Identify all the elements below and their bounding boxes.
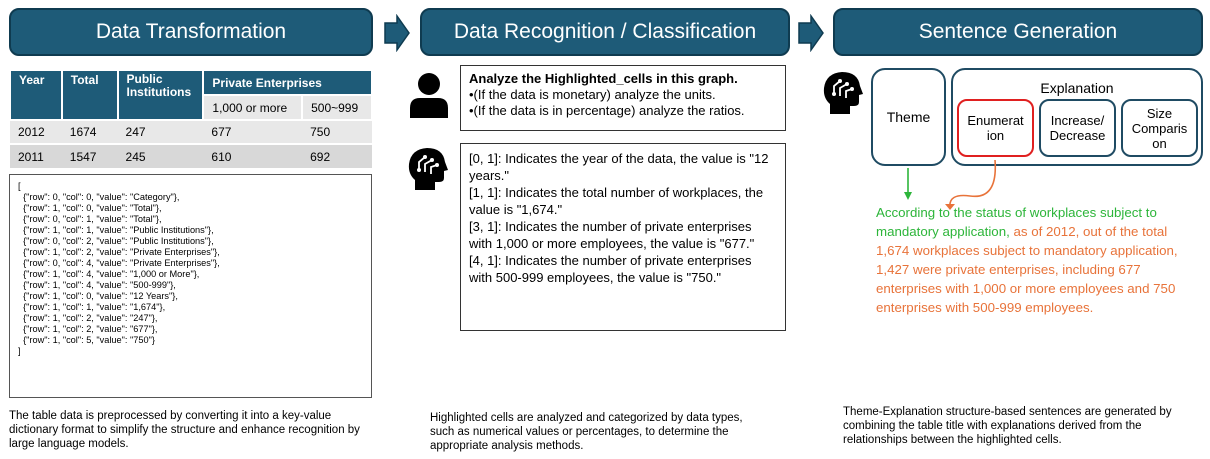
table-cell: 1674 (61, 119, 118, 144)
header-data-recognition: Data Recognition / Classification (420, 8, 790, 56)
response-item: [3, 1]: Indicates the number of private … (469, 219, 755, 251)
response-box: [0, 1]: Indicates the year of the data, … (460, 143, 786, 331)
caption-transformation: The table data is preprocessed by conver… (9, 410, 360, 450)
chevron-right-icon (798, 14, 824, 52)
ai-head-icon (823, 72, 863, 114)
table-header-year: Year (9, 69, 63, 121)
generated-sentence: According to the status of workplaces su… (876, 203, 1198, 317)
size-comparison-label: Size Comparis on (1131, 105, 1188, 151)
increase-decrease-label: Increase/ Decrease (1049, 113, 1106, 143)
prompt-line: •(If the data is in percentage) analyze … (469, 103, 745, 118)
table-header-private: Private Enterprises (202, 69, 373, 96)
table-cell: 677 (203, 119, 303, 144)
table-cell: 247 (117, 119, 204, 144)
prompt-title: Analyze the Highlighted_cells in this gr… (469, 71, 738, 86)
response-item: [0, 1]: Indicates the year of the data, … (469, 151, 769, 183)
header-sentence-generation: Sentence Generation (833, 8, 1203, 56)
table-row: 2011 1547 245 610 692 (10, 143, 372, 168)
enumeration-arrowhead (945, 204, 955, 210)
header-title: Sentence Generation (918, 20, 1118, 43)
table-cell: 1547 (61, 143, 118, 168)
enumeration-label: Enumerat ion (967, 113, 1024, 143)
sentence-theme-part: According to the status of workplaces su… (876, 205, 1157, 239)
data-table: Year Total Public Institutions Private E… (9, 69, 373, 168)
table-cell: 750 (302, 119, 372, 144)
table-cell: 2011 (10, 143, 62, 168)
table-subheader-500: 500~999 (301, 94, 373, 121)
key-value-json-box: [ {"row": 0, "col": 0, "value": "Categor… (9, 174, 372, 398)
table-cell: 692 (302, 143, 372, 168)
theme-arrowhead (904, 192, 912, 200)
response-item: [1, 1]: Indicates the total number of wo… (469, 185, 764, 217)
table-header-public: Public Institutions (116, 69, 205, 121)
header-data-transformation: Data Transformation (9, 8, 373, 56)
table-header-total: Total (60, 69, 119, 121)
table-cell: 610 (203, 143, 303, 168)
enumeration-box: Enumerat ion (957, 99, 1034, 157)
enumeration-arrow (949, 160, 997, 209)
caption-recognition: Highlighted cells are analyzed and categ… (430, 412, 743, 452)
chevron-right-icon (384, 14, 410, 52)
table-cell: 245 (117, 143, 204, 168)
prompt-line: •(If the data is monetary) analyze the u… (469, 87, 716, 102)
header-title: Data Recognition / Classification (453, 20, 757, 43)
person-icon (410, 73, 448, 118)
table-subheader-1000: 1,000 or more (202, 94, 304, 121)
theme-box: Theme (871, 68, 946, 166)
theme-label: Theme (886, 108, 931, 125)
ai-head-icon (408, 148, 448, 190)
table-cell: 2012 (10, 119, 62, 144)
increase-decrease-box: Increase/ Decrease (1039, 99, 1116, 157)
sentence-explanation-part: as of 2012, out of the total 1,674 workp… (876, 224, 1178, 315)
prompt-box: Analyze the Highlighted_cells in this gr… (460, 65, 786, 131)
explanation-label: Explanation (1040, 80, 1114, 96)
caption-generation: Theme-Explanation structure-based senten… (843, 406, 1172, 446)
header-title: Data Transformation (95, 20, 287, 43)
connector-arrows (904, 160, 997, 210)
table-row: 2012 1674 247 677 750 (10, 119, 372, 144)
response-item: [4, 1]: Indicates the number of private … (469, 253, 752, 285)
size-comparison-box: Size Comparis on (1121, 99, 1198, 157)
